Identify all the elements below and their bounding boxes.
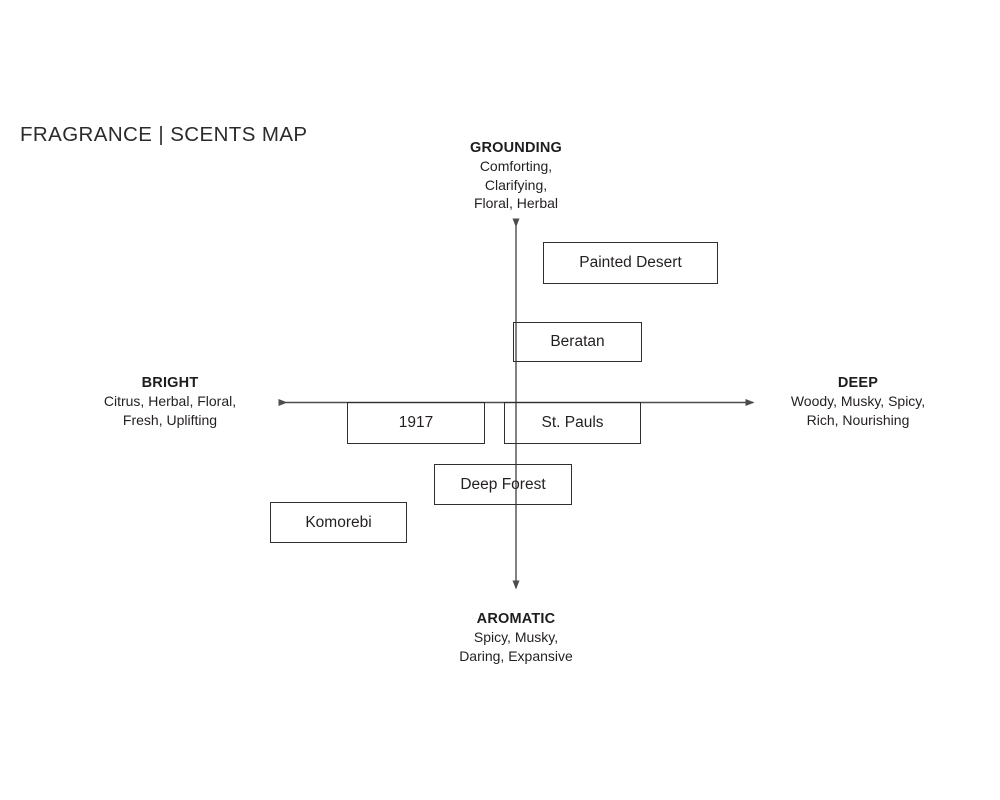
axis-desc-line: Floral, Herbal — [473, 195, 559, 211]
axis-desc-line: Clarifying, — [484, 176, 548, 193]
axis-label-deep: DEEP Woody, Musky, Spicy, Rich, Nourishi… — [791, 374, 925, 429]
axis-desc-line: Spicy, Musky, — [473, 629, 559, 645]
axis-name-bright: BRIGHT — [141, 375, 199, 391]
axis-name-grounding: GROUNDING — [469, 140, 563, 156]
page-title: FRAGRANCE | SCENTS MAP — [20, 123, 308, 146]
axis-desc-line: Comforting, — [479, 158, 553, 174]
axis-desc-line: Daring, Expansive — [459, 647, 573, 664]
axis-name-aromatic: AROMATIC — [476, 611, 556, 627]
axis-desc-line: Woody, Musky, Spicy, — [790, 393, 926, 409]
axis-label-grounding: GROUNDING Comforting, Clarifying, Floral… — [470, 139, 562, 213]
axis-desc-line: Citrus, Herbal, Floral, — [103, 393, 237, 409]
scent-box-beratan: Beratan — [513, 322, 642, 362]
axis-label-bright: BRIGHT Citrus, Herbal, Floral, Fresh, Up… — [104, 374, 236, 429]
axis-desc-line: Fresh, Uplifting — [122, 411, 218, 428]
scent-box-komorebi: Komorebi — [270, 502, 407, 543]
scent-box-1917: 1917 — [347, 402, 485, 444]
scent-box-st-pauls: St. Pauls — [504, 402, 641, 444]
scent-box-painted-desert: Painted Desert — [543, 242, 718, 284]
scent-box-deep-forest: Deep Forest — [434, 464, 572, 505]
axis-label-aromatic: AROMATIC Spicy, Musky, Daring, Expansive — [459, 610, 573, 665]
axis-name-deep: DEEP — [837, 375, 879, 391]
axis-desc-line: Rich, Nourishing — [806, 411, 910, 428]
